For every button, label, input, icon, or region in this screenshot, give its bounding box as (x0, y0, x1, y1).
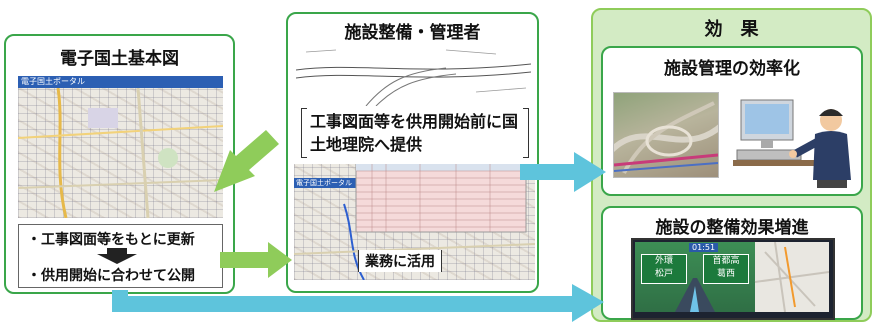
effect-panel: 効 果 施設管理の効率化 施設 (591, 8, 872, 322)
nav-sign-left: 外環 松戸 (641, 254, 687, 284)
blue-arrow-efficiency (520, 152, 606, 192)
note-publish: ・供用開始に合わせて公開 (27, 268, 195, 284)
green-arrow-usage (220, 242, 292, 278)
provide-text: 工事図面等を供用開始前に国土地理院へ提供 (301, 108, 529, 158)
usage-screenshot: 電子国土ポータル 業務に活用 (294, 164, 535, 280)
usage-portal-header: 電子国土ポータル (294, 178, 356, 188)
usage-label: 業務に活用 (365, 254, 435, 270)
effect-title: 効 果 (704, 19, 759, 40)
note-update: ・工事図面等をもとに更新 (27, 232, 195, 248)
green-arrow-provide (214, 130, 279, 192)
basemap-screenshot: 電子国土ポータル (18, 76, 223, 218)
basemap-panel: 電子国土基本図 電子国土ポータル ・工事図面等をもとに更新 ・供用開始に合わせて… (4, 34, 235, 294)
efficiency-box: 施設管理の効率化 (601, 46, 863, 196)
interchange-photo (613, 92, 719, 178)
nav-dest-left: 外環 (654, 256, 673, 266)
nav-sub-right: 葛西 (716, 269, 735, 279)
car-navigation-screen: 01:51 外環 松戸 首都高 葛西 (631, 238, 835, 320)
portal-header: 電子国土ポータル (18, 76, 223, 88)
effect-title-2: 施設の整備効果増進 (655, 218, 809, 238)
usage-text: 業務に活用 (358, 250, 442, 272)
nav-dest-right: 首都高 (712, 256, 740, 266)
down-arrow-icon (97, 248, 137, 264)
effect-box: 施設の整備効果増進 01:51 外環 松戸 首都高 葛西 (601, 206, 863, 320)
usage-portal-label: 電子国土ポータル (296, 179, 352, 187)
basemap-title: 電子国土基本図 (60, 49, 179, 69)
operator-illustration (733, 99, 851, 188)
nav-sub-left: 松戸 (654, 269, 673, 279)
construction-drawing (296, 42, 531, 106)
nav-sign-right: 首都高 葛西 (703, 254, 749, 284)
notes-box: ・工事図面等をもとに更新 ・供用開始に合わせて公開 (18, 224, 223, 288)
portal-label: 電子国土ポータル (21, 77, 85, 86)
nav-time: 01:51 (689, 243, 719, 252)
facility-title: 施設整備・管理者 (344, 23, 481, 43)
facility-manager-panel: 施設整備・管理者 工事図面等を供用開始前に国土地理院へ提供 電子国土ポータル 業… (286, 12, 539, 293)
efficiency-title: 施設管理の効率化 (664, 59, 800, 79)
blue-arrow-effect (112, 284, 604, 322)
